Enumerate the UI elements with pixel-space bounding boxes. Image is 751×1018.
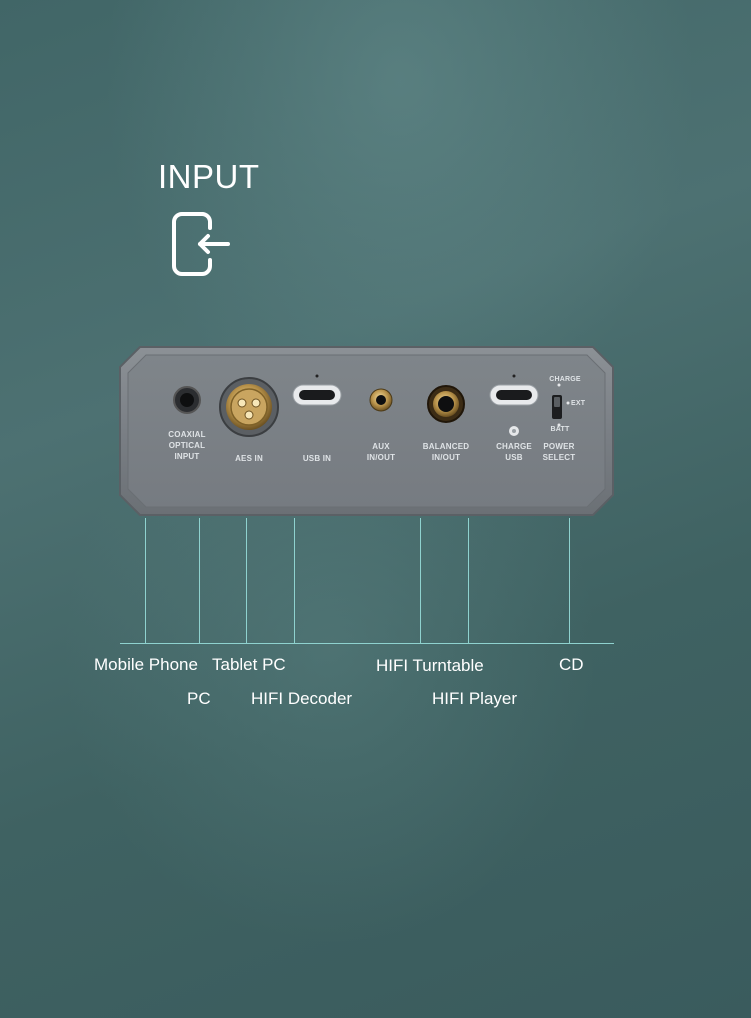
connector-line <box>468 518 469 643</box>
connector-line <box>246 518 247 643</box>
port-label-balanced: BALANCED IN/OUT <box>422 442 470 462</box>
connector-line <box>199 518 200 643</box>
connector-line <box>145 518 146 643</box>
port-label-power: POWER SELECT <box>542 442 576 462</box>
device-label-pc: PC <box>187 689 211 708</box>
input-icon <box>172 212 230 276</box>
device-label-hifi-turntable: HIFI Turntable <box>376 656 484 675</box>
device-label-hifi-player: HIFI Player <box>432 689 518 708</box>
device-rear-panel: COAXIAL OPTICAL INPUT AES IN USB IN AUX … <box>118 345 615 517</box>
switch-label-charge: CHARGE <box>549 376 581 383</box>
port-label-aes: AES IN <box>235 454 263 463</box>
device-label-tablet-pc: Tablet PC <box>212 655 286 674</box>
switch-label-ext: EXT <box>571 400 586 407</box>
connector-baseline <box>120 643 614 644</box>
connector-line <box>294 518 295 643</box>
connector-line <box>569 518 570 643</box>
port-label-aux: AUX IN/OUT <box>366 442 396 462</box>
device-label-hifi-decoder: HIFI Decoder <box>251 689 353 708</box>
section-title: INPUT <box>158 158 260 195</box>
connector-line <box>420 518 421 643</box>
device-label-cd: CD <box>559 655 584 674</box>
port-label-charge: CHARGE USB <box>496 442 532 462</box>
switch-label-batt: BATT <box>550 426 570 433</box>
port-label-coaxial: COAXIAL OPTICAL INPUT <box>168 430 206 461</box>
device-label-mobile-phone: Mobile Phone <box>94 655 198 674</box>
port-label-usb-in: USB IN <box>302 454 332 463</box>
